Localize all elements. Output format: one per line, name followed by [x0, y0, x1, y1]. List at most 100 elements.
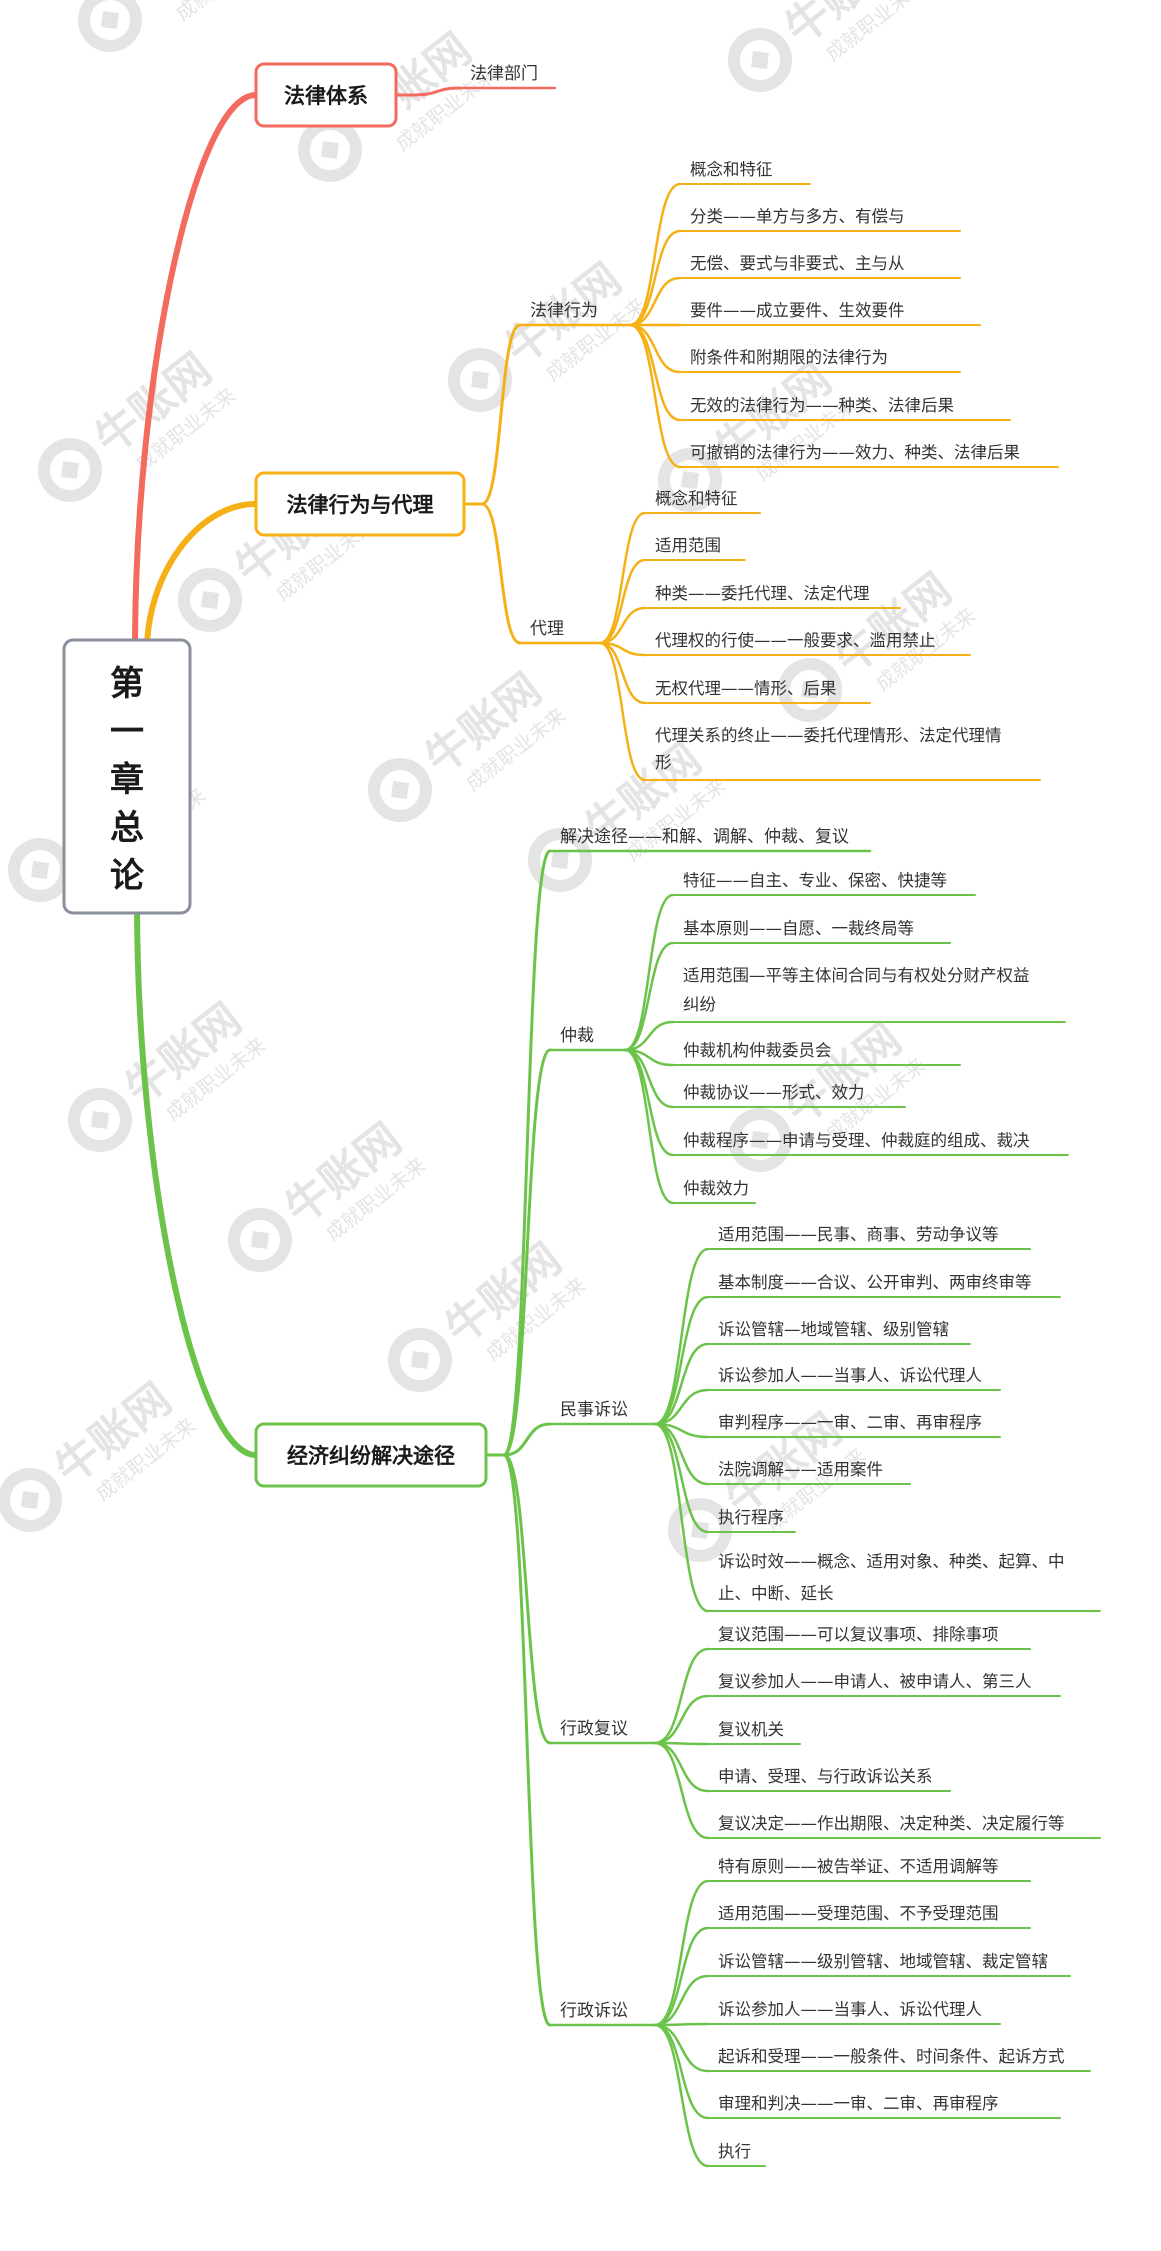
leaf-label: 审判程序——一审、二审、再审程序: [718, 1413, 982, 1432]
leaf-label: 复议参加人——申请人、被申请人、第三人: [718, 1672, 1032, 1691]
leaf-label: 基本制度——合议、公开审判、两审终审等: [718, 1273, 1032, 1292]
branch-connector: [144, 501, 259, 653]
watermark-logo-mark: [61, 461, 79, 479]
leaf-connector: [653, 1247, 710, 1426]
leaf-label: 执行: [718, 2142, 751, 2161]
leaf-connector: [653, 2022, 710, 2027]
connector-lines: [132, 86, 1101, 2168]
watermark-logo-mark: [21, 1491, 39, 1509]
leaf-label: 适用范围—平等主体间合同与有权处分财产权益: [683, 966, 1030, 985]
watermark-logo-mark: [551, 851, 569, 869]
watermark-logo-icon: [78, 0, 142, 52]
subtopic-label: 代理: [530, 619, 564, 639]
watermark-logo-mark: [801, 681, 819, 699]
leaf-label: 审理和判决——一审、二审、再审程序: [718, 2094, 999, 2113]
leaf-label: 种类——委托代理、法定代理: [655, 584, 870, 603]
leaf-label: 适用范围——受理范围、不予受理范围: [718, 1904, 999, 1923]
leaf-connector: [653, 1422, 710, 1534]
branch-node[interactable]: 法律行为与代理: [254, 471, 466, 537]
leaf-label: 执行程序: [718, 1508, 784, 1527]
branch-box: [254, 62, 398, 128]
leaf-connector: [653, 1741, 710, 1793]
root-title-char: 第: [110, 664, 144, 704]
leaf-connector: [653, 1342, 710, 1426]
leaf-label: 可撤销的法律行为——效力、种类、法律后果: [690, 443, 1020, 462]
leaf-label-line2: 纠纷: [683, 995, 716, 1014]
watermark-logo-icon: [728, 28, 792, 92]
leaf-label: 附条件和附期限的法律行为: [690, 348, 888, 367]
leaf-label: 要件——成立要件、生效要件: [690, 301, 905, 320]
leaf-label: 法律部门: [470, 64, 538, 84]
leaf-label: 诉讼时效——概念、适用对象、种类、起算、中: [718, 1551, 1065, 1571]
root-box: [62, 638, 192, 915]
subtopic-label: 仲裁: [560, 1026, 594, 1046]
leaf-label: 代理关系的终止——委托代理情形、法定代理情: [655, 726, 1002, 745]
watermark-logo-icon: [178, 568, 242, 632]
watermark-logo-icon: [658, 448, 722, 512]
leaf-connector: [628, 229, 682, 327]
watermark-logo-icon: [38, 438, 102, 502]
leaf-connector: [653, 1879, 710, 2027]
leaf-connector: [653, 1647, 710, 1745]
leaf-label: 复议决定——作出期限、决定种类、决定履行等: [718, 1814, 1065, 1833]
leaf-label: 无偿、要式与非要式、主与从: [690, 254, 905, 273]
watermark-logo-mark: [751, 1131, 769, 1149]
watermark-logo-mark: [321, 141, 339, 159]
watermark-logo-icon: [298, 118, 362, 182]
subtopic-label: 法律行为: [530, 301, 598, 321]
branch-connector: [132, 92, 259, 653]
leaf-connector: [653, 1974, 710, 2027]
leaf-connector: [653, 2023, 710, 2168]
root-title-char: 一: [110, 712, 144, 752]
branch-node[interactable]: 法律体系: [254, 62, 398, 128]
sub-connector: [480, 502, 522, 645]
watermark-logo-mark: [411, 1351, 429, 1369]
root-title-char: 章: [110, 760, 144, 800]
watermark-logo-icon: [448, 348, 512, 412]
leaf-connector: [628, 276, 682, 327]
leaf-connector: [653, 1422, 710, 1613]
sub-connector: [502, 849, 552, 1457]
watermark-logo-mark: [391, 781, 409, 799]
leaf-connector: [628, 323, 682, 469]
leaf-label: 适用范围——民事、商事、劳动争议等: [718, 1225, 999, 1244]
watermark-subtext: 成就职业未来: [171, 0, 280, 26]
watermark-logo-mark: [101, 11, 119, 29]
leaf-label: 仲裁机构仲裁委员会: [683, 1041, 832, 1060]
branch-connector: [134, 900, 259, 1458]
leaf-label: 适用范围: [655, 536, 721, 555]
branch-node[interactable]: 经济纠纷解决途径: [254, 1422, 488, 1488]
subtopic-label: 解决途径——和解、调解、仲裁、复议: [560, 827, 849, 847]
subtopic-label: 行政复议: [560, 1719, 628, 1739]
leaf-label: 诉讼管辖—地域管辖、级别管辖: [718, 1320, 949, 1339]
leaf-label-line2: 止、中断、延长: [718, 1584, 834, 1603]
branch-label: 法律体系: [284, 84, 368, 108]
leaf-connector: [598, 511, 647, 645]
leaf-connector: [653, 1694, 710, 1745]
watermark-logo-mark: [751, 51, 769, 69]
watermark-logo-icon: [8, 838, 72, 902]
watermark-logo-mark: [251, 1231, 269, 1249]
leaf-connector: [653, 1295, 710, 1426]
watermark-logo-mark: [91, 1111, 109, 1129]
sub-connector: [502, 1453, 552, 1745]
watermark-logo-mark: [681, 471, 699, 489]
leaf-connector: [653, 1388, 710, 1426]
leaf-label: 诉讼管辖——级别管辖、地域管辖、裁定管辖: [718, 1952, 1048, 1971]
leaf-label: 特征——自主、专业、保密、快捷等: [683, 871, 947, 890]
watermark-logo-icon: [228, 1208, 292, 1272]
leaf-connector: [623, 893, 675, 1052]
leaf-connector: [598, 641, 647, 705]
leaf-label: 分类——单方与多方、有偿与: [690, 207, 905, 226]
subtopic-label: 行政诉讼: [560, 2001, 628, 2021]
node-layer: 第一章总论法律体系法律部门法律行为与代理法律行为概念和特征分类——单方与多方、有…: [62, 62, 1065, 2161]
